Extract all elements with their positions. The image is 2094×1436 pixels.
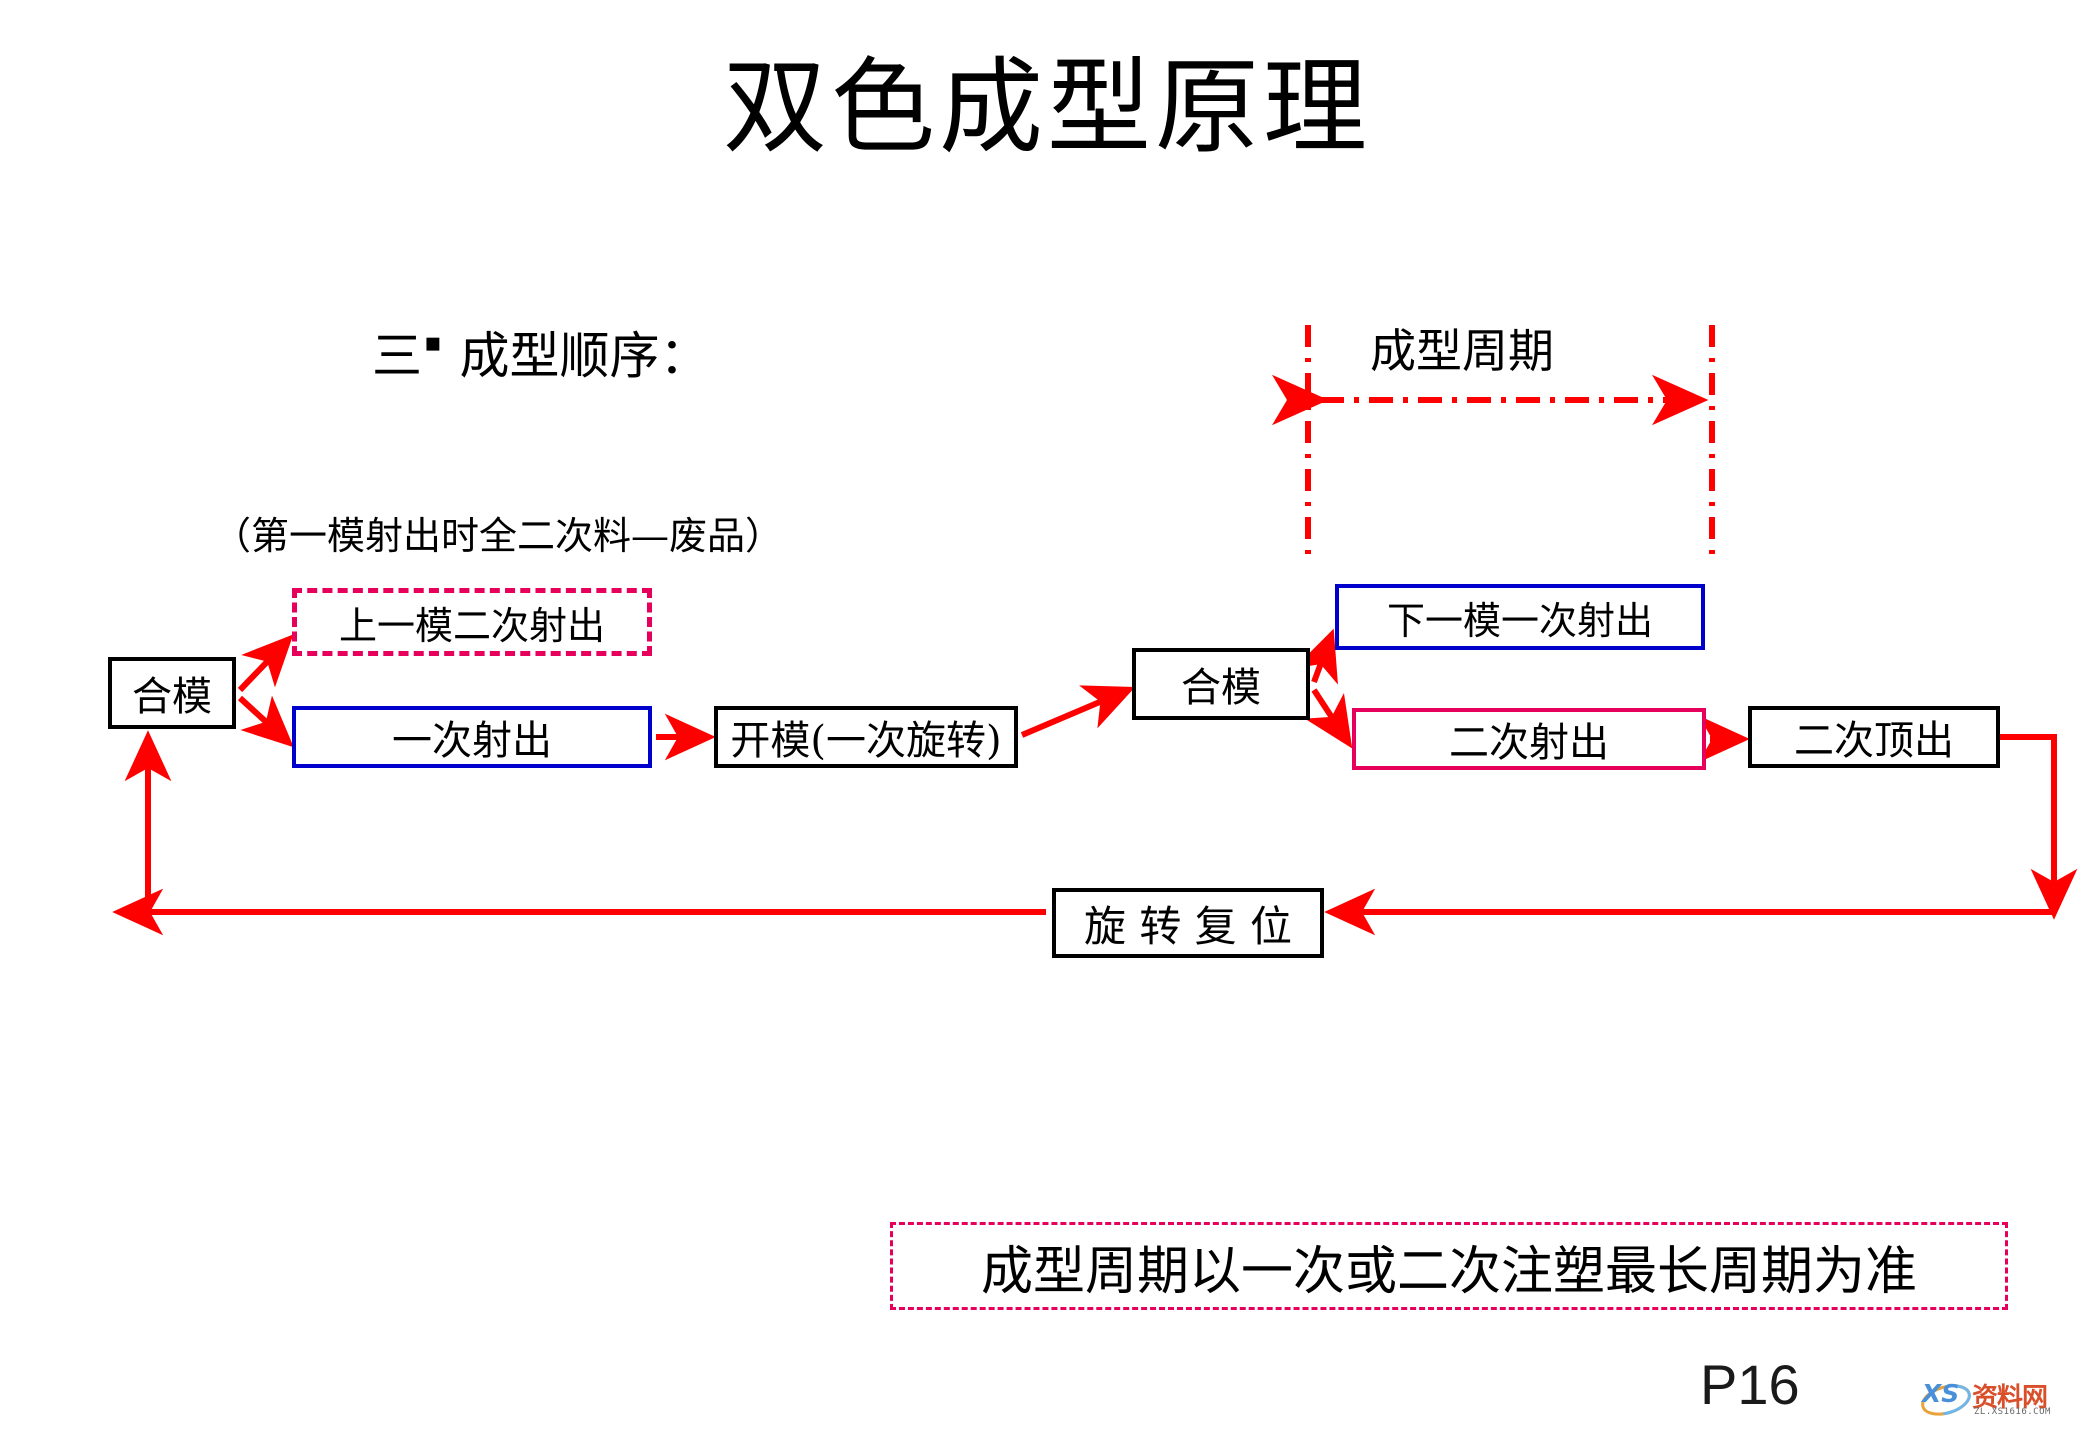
first-shot-note: （第一模射出时全二次料—废品）	[213, 514, 784, 558]
flow-box-label: 开模(一次旋转)	[730, 718, 1002, 764]
section-heading-prefix: 三	[372, 327, 422, 385]
flow-box-label: 下一模一次射出	[1386, 598, 1653, 643]
flow-box-second-ejection: 二次顶出	[1748, 706, 2000, 768]
flow-box-next-first-shot: 下一模一次射出	[1335, 584, 1705, 650]
flow-box-label: 合模	[1181, 665, 1261, 711]
arrow-closemold1-to-first-shot	[237, 695, 294, 748]
molding-cycle-label: 成型周期	[1370, 324, 1554, 378]
flow-box-label: 合模	[132, 674, 212, 720]
page-title: 双色成型原理	[722, 46, 1371, 168]
watermark-mark: XS	[1922, 1379, 1960, 1408]
flow-box-open-mold-rotate: 开模(一次旋转)	[714, 706, 1018, 768]
arrow-closemold2-to-second-shot	[1304, 688, 1353, 749]
section-heading-dot: ▪	[424, 328, 442, 358]
arrow-ejection-to-bottom-rail	[2000, 734, 2078, 920]
section-heading: 三▪ 成型顺序：	[372, 316, 710, 388]
watermark-ellipse-icon	[1921, 1384, 1971, 1416]
page-number: P16	[1700, 1353, 1800, 1416]
flow-box-label: 二次顶出	[1794, 718, 1954, 764]
flow-box-close-mold-1: 合模	[108, 657, 236, 729]
flow-box-rotate-reset: 旋 转 复 位	[1052, 888, 1324, 958]
watermark-url: ZL.XS1616.COM	[1974, 1407, 2051, 1417]
flow-box-second-shot: 二次射出	[1352, 708, 1706, 770]
watermark-brand: 资料网	[1972, 1383, 2048, 1413]
flow-box-prev-second-shot: 上一模二次射出	[292, 588, 652, 656]
flow-box-label: 二次射出	[1449, 720, 1609, 766]
flow-box-label: 上一模二次射出	[338, 603, 605, 648]
flow-box-first-shot: 一次射出	[292, 706, 652, 768]
flow-box-label: 旋 转 复 位	[1083, 901, 1293, 951]
watermark: XS 资料网 ZL.XS1616.COM	[1920, 1375, 2080, 1425]
flow-box-close-mold-2: 合模	[1132, 648, 1310, 720]
section-heading-label: 成型顺序：	[443, 327, 710, 385]
arrow-closemold2-to-next-first-shot	[1294, 628, 1338, 685]
cycle-rule-callout: 成型周期以一次或二次注塑最长周期为准	[890, 1222, 2008, 1310]
flow-box-label: 一次射出	[392, 718, 552, 764]
arrow-open-mold-to-closemold2	[1020, 685, 1136, 738]
arrow-closemold1-to-prev-second-shot	[237, 634, 294, 693]
